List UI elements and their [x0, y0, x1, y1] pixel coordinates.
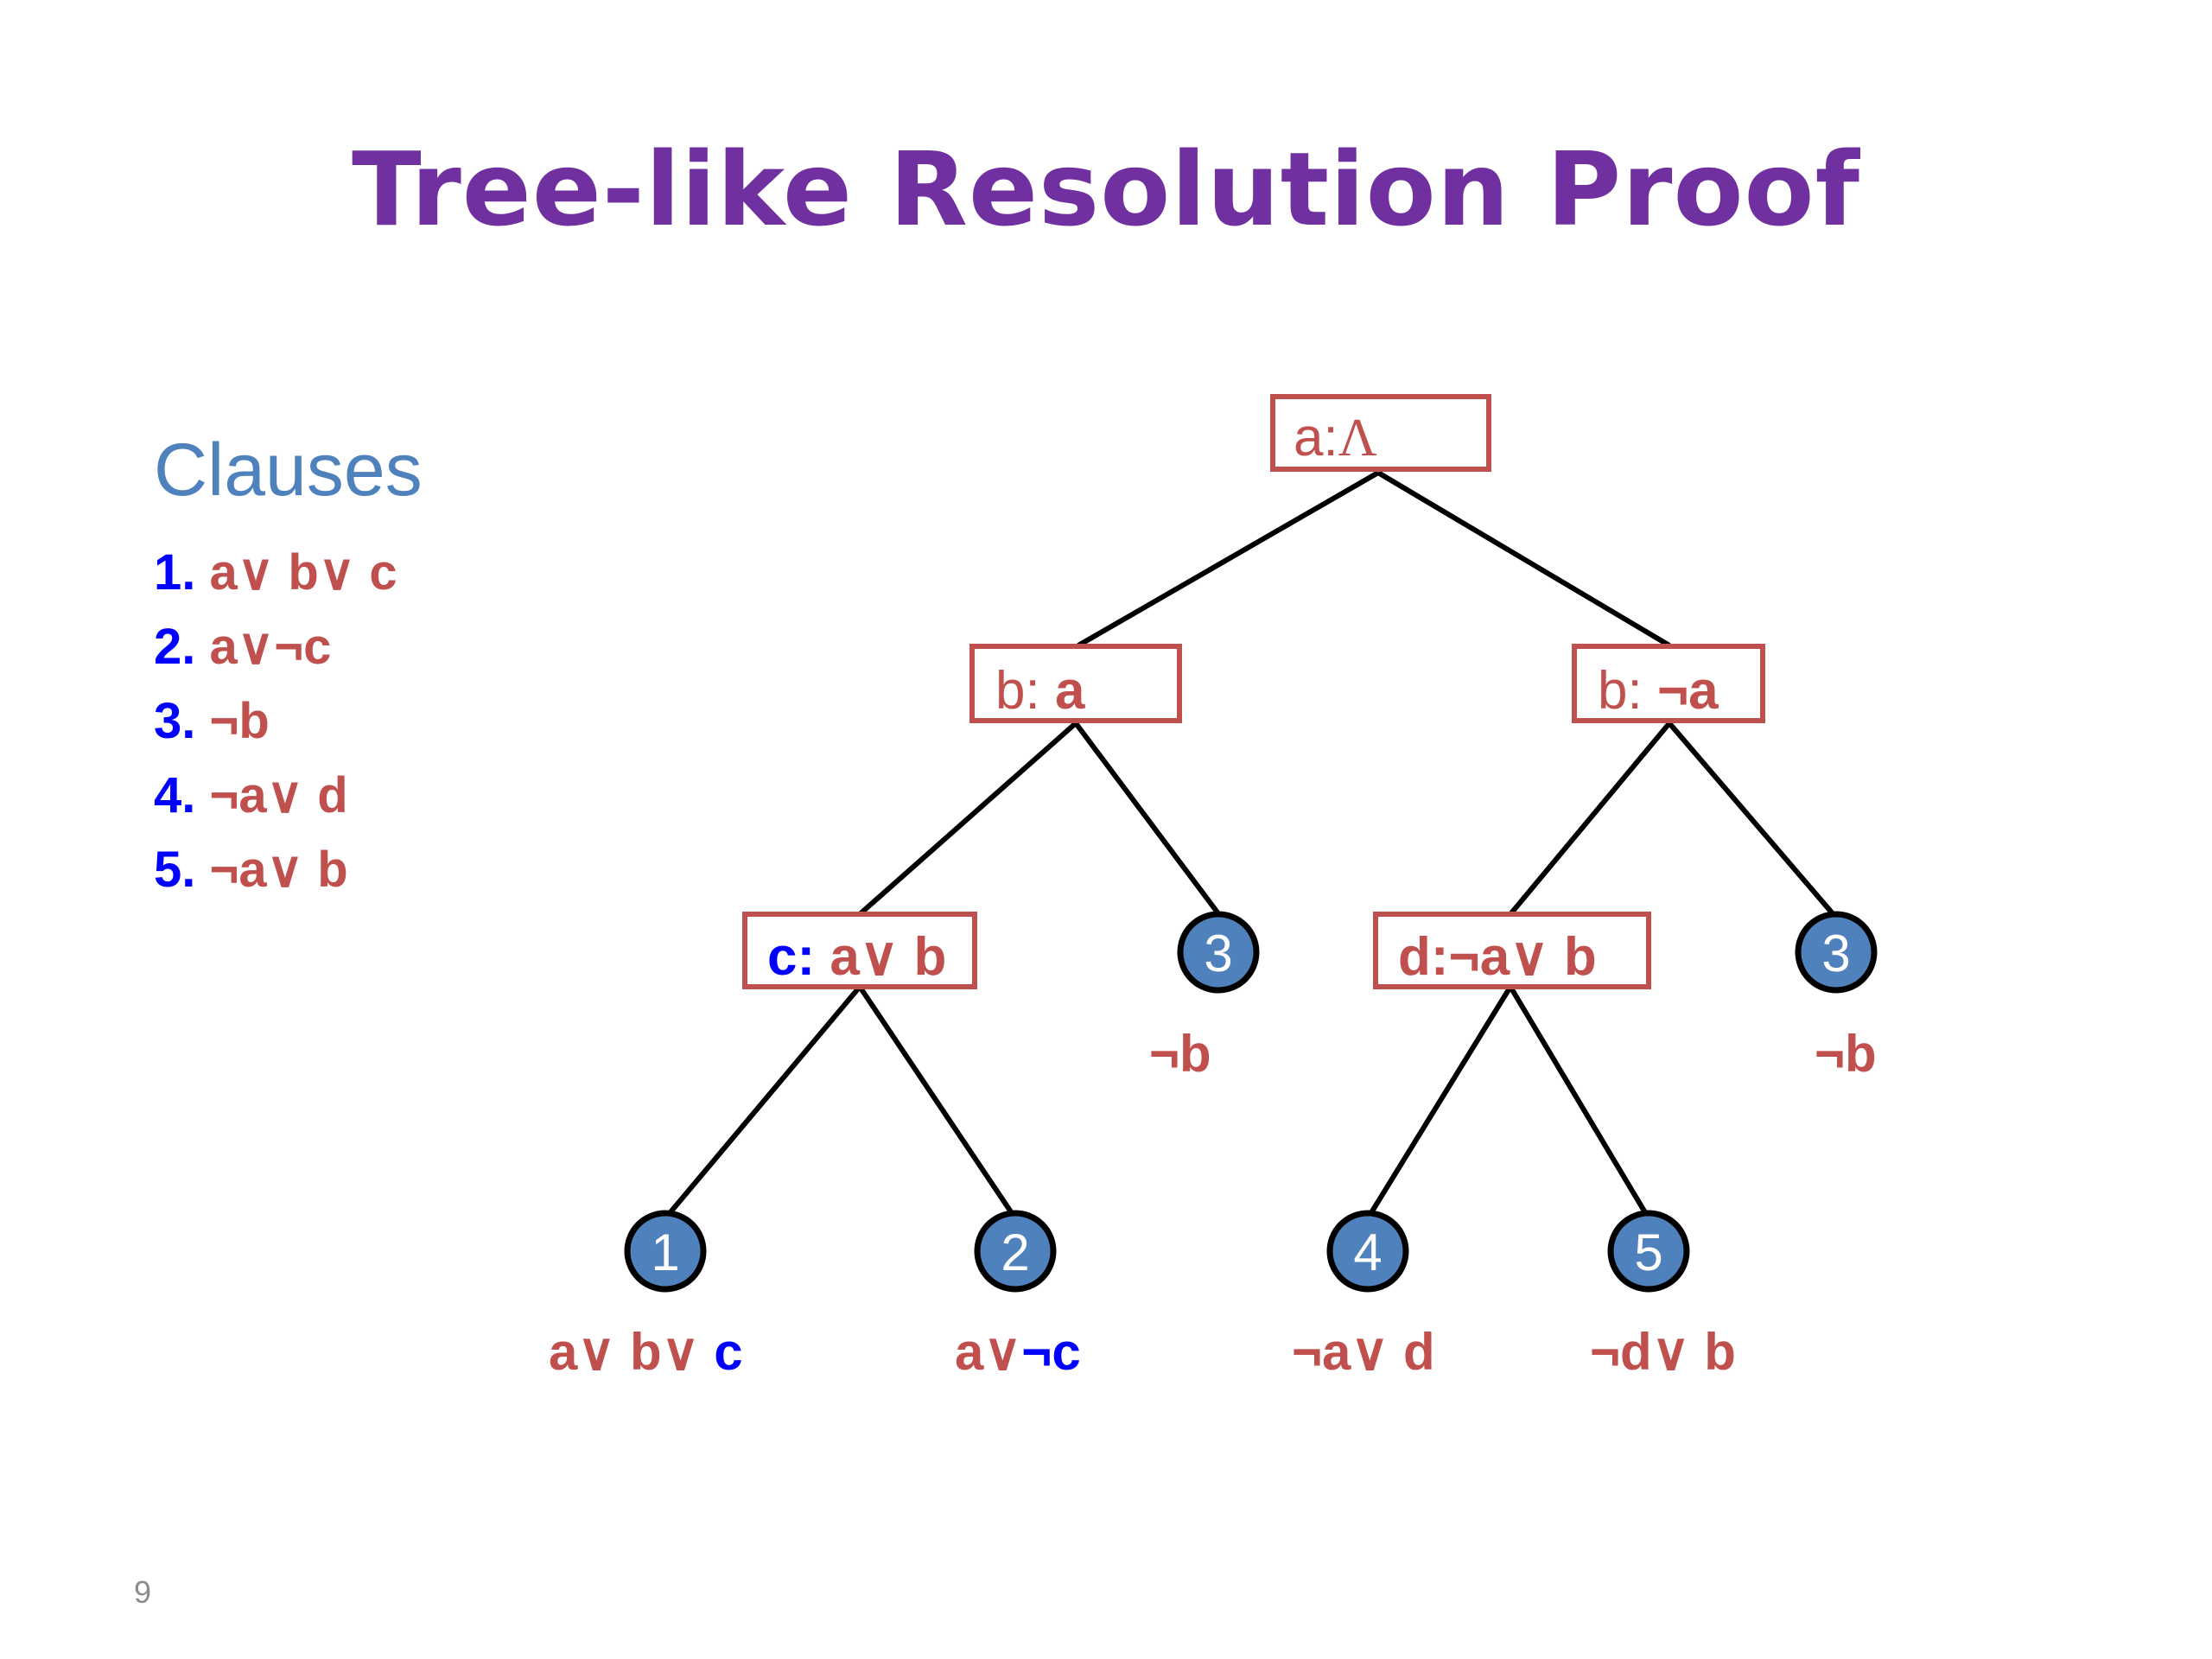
leaf-label-main: ¬b [1149, 1025, 1211, 1083]
clause-text: a∨¬c [209, 619, 332, 675]
node-clause: a [1040, 661, 1085, 721]
clause-number: 2. [154, 619, 196, 675]
leaf-circle [1177, 911, 1260, 994]
node-root: a:Λ [1270, 394, 1491, 472]
edge-right-d [1508, 721, 1672, 916]
leaf-circle [974, 1210, 1057, 1293]
node-box [742, 912, 977, 989]
node-label: c: a∨ b [767, 927, 946, 987]
leaf-circle [1607, 1210, 1690, 1293]
tree-edges [663, 470, 1839, 1220]
clause-item: 2. a∨¬c [154, 610, 397, 684]
node-variable: b: [995, 661, 1040, 721]
leaf-label-main: a∨ [955, 1323, 1021, 1381]
node-variable: b: [1598, 661, 1643, 721]
leaf-1: 1 a∨ b∨ c [549, 1210, 743, 1381]
clause-number: 1. [154, 544, 196, 601]
leaf-circle [1795, 911, 1878, 994]
leaf-label: a∨ b∨ c [549, 1323, 743, 1381]
node-clause: a∨ b [815, 927, 946, 987]
leaf-number: 1 [651, 1224, 679, 1281]
slide-title: Tree-like Resolution Proof [352, 130, 1860, 249]
node-clause: ¬a [1643, 661, 1719, 721]
clause-item: 3. ¬b [154, 684, 397, 759]
leaf-label-pivot: ¬c [1021, 1323, 1080, 1381]
leaf-label-main: a∨ b∨ [549, 1323, 714, 1381]
leaf-circle [624, 1210, 707, 1293]
node-box [1572, 644, 1765, 723]
clauses-heading: Clauses [154, 429, 423, 512]
node-clause: Λ [1338, 409, 1377, 467]
clause-number: 5. [154, 842, 196, 898]
clause-text: a∨ b∨ c [209, 544, 397, 601]
node-variable: c: [767, 927, 815, 987]
leaf-label: ¬b [1149, 1025, 1211, 1083]
node-box [1270, 394, 1491, 472]
leaf-2: 2 a∨¬c [955, 1210, 1081, 1381]
leaf-number: 5 [1634, 1224, 1662, 1281]
edge-left-leaf3 [1073, 721, 1223, 918]
leaf-label-main: ¬b [1815, 1025, 1877, 1083]
clause-item: 4. ¬a∨ d [154, 759, 397, 833]
clause-text: ¬a∨ d [209, 767, 348, 823]
leaf-label: a∨¬c [955, 1323, 1081, 1381]
edge-left-c [858, 721, 1077, 917]
edge-d-leaf5 [1508, 985, 1651, 1220]
leaf-circle [1326, 1210, 1409, 1293]
node-label: d:¬a∨ b [1398, 927, 1597, 987]
node-label: b: ¬a [1598, 661, 1719, 721]
leaf-number: 4 [1353, 1224, 1382, 1281]
leaf-label-pivot: c [714, 1323, 742, 1381]
node-box [1373, 912, 1651, 989]
node-variable: d: [1398, 927, 1449, 987]
node-left: b: a [969, 644, 1182, 723]
leaf-label: ¬a∨ d [1292, 1323, 1435, 1381]
node-variable: a: [1294, 408, 1338, 467]
leaf-label: ¬b [1815, 1025, 1877, 1083]
page-number: 9 [134, 1574, 152, 1610]
leaf-label: ¬d∨ b [1590, 1323, 1736, 1381]
node-right: b: ¬a [1572, 644, 1765, 723]
edge-c-leaf1 [663, 985, 862, 1220]
clause-text: ¬b [209, 693, 270, 749]
node-label: b: a [995, 661, 1085, 721]
leaf-number: 2 [1001, 1224, 1029, 1281]
leaf-number: 3 [1204, 925, 1232, 982]
node-right-left: d:¬a∨ b [1373, 912, 1651, 989]
edge-root-right [1376, 470, 1671, 648]
leaf-number: 3 [1821, 925, 1850, 982]
clause-list: 1. a∨ b∨ c 2. a∨¬c 3. ¬b 4. ¬a∨ d 5. ¬a∨… [154, 536, 397, 907]
clause-number: 4. [154, 767, 196, 823]
leaf-5: 5 ¬d∨ b [1590, 1210, 1736, 1381]
node-left-left: c: a∨ b [742, 912, 977, 989]
clause-item: 5. ¬a∨ b [154, 833, 397, 907]
edge-root-left [1077, 470, 1380, 648]
node-clause: ¬a∨ b [1449, 927, 1597, 987]
node-label: a:Λ [1294, 408, 1377, 467]
edge-right-leaf3 [1667, 721, 1839, 919]
node-box [969, 644, 1182, 723]
edge-d-leaf4 [1365, 985, 1513, 1220]
leaf-label-main: ¬a∨ d [1292, 1323, 1435, 1381]
leaf-4: 4 ¬a∨ d [1292, 1210, 1435, 1381]
leaf-3-left: 3 ¬b [1149, 911, 1260, 1083]
clause-text: ¬a∨ b [209, 842, 348, 898]
edge-c-leaf2 [857, 985, 1018, 1220]
clause-item: 1. a∨ b∨ c [154, 536, 397, 610]
clause-number: 3. [154, 693, 196, 749]
leaf-label-main: ¬d∨ b [1590, 1323, 1736, 1381]
leaf-3-right: 3 ¬b [1795, 911, 1878, 1083]
